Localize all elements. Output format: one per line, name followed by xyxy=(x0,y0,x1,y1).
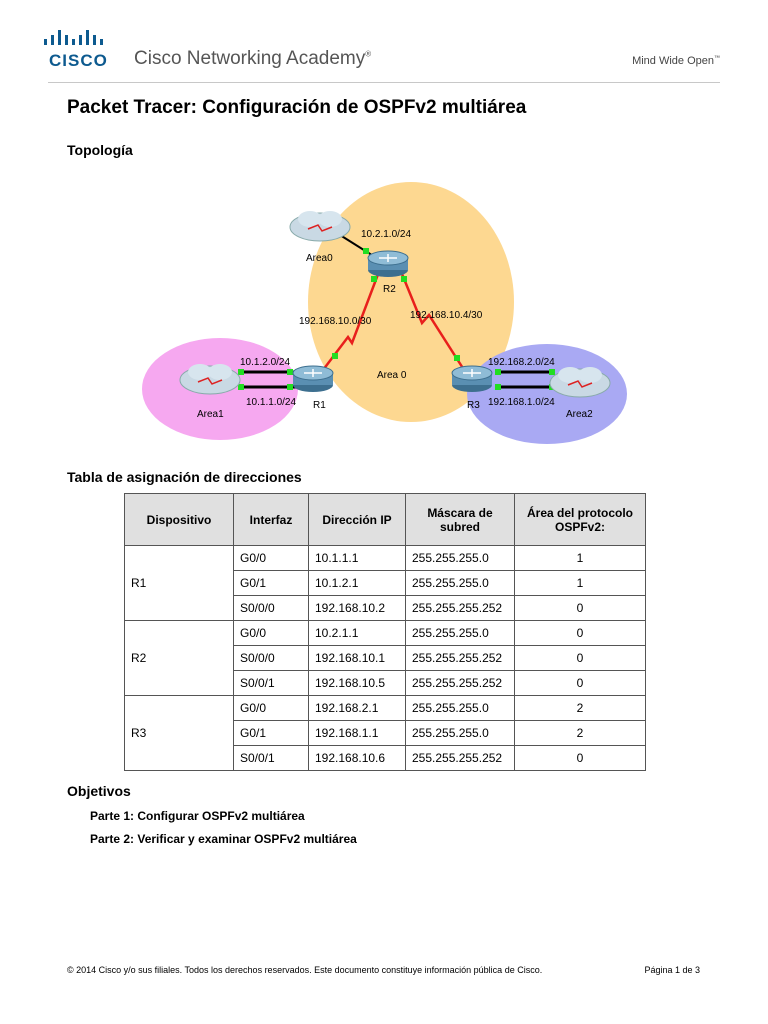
interface-cell: G0/1 xyxy=(233,570,309,596)
mask-cell: 255.255.255.252 xyxy=(405,745,515,771)
label-area2: Area2 xyxy=(566,409,593,420)
ip-cell: 192.168.10.1 xyxy=(308,645,406,671)
label-r2-r3: 192.168.10.4/30 xyxy=(410,310,483,321)
col-header: Máscara de subred xyxy=(405,493,515,546)
interface-cell: S0/0/1 xyxy=(233,670,309,696)
page-title: Packet Tracer: Configuración de OSPFv2 m… xyxy=(67,97,527,118)
label-r3-lan-bottom: 192.168.1.0/24 xyxy=(488,397,555,408)
col-header: Dirección IP xyxy=(308,493,406,546)
mask-cell: 255.255.255.252 xyxy=(405,670,515,696)
mask-cell: 255.255.255.0 xyxy=(405,720,515,746)
mask-cell: 255.255.255.252 xyxy=(405,645,515,671)
device-cell: R3 xyxy=(124,695,234,771)
label-r1-lan-bottom: 10.1.1.0/24 xyxy=(246,397,296,408)
addressing-table: Dispositivo Interfaz Dirección IP Máscar… xyxy=(124,493,646,771)
page-header: CISCO Cisco Networking Academy® Mind Wid… xyxy=(0,0,768,90)
area-cell: 2 xyxy=(514,720,646,746)
area-cell: 0 xyxy=(514,595,646,621)
device-cell: R2 xyxy=(124,620,234,696)
cloud-icon xyxy=(179,364,241,395)
table-header-row: Dispositivo Interfaz Dirección IP Máscar… xyxy=(124,493,646,546)
page-footer: © 2014 Cisco y/o sus filiales. Todos los… xyxy=(67,965,700,975)
addressing-heading: Tabla de asignación de direcciones xyxy=(67,469,302,485)
mask-cell: 255.255.255.0 xyxy=(405,570,515,596)
interface-cell: G0/0 xyxy=(233,545,309,571)
page-number: Página 1 de 3 xyxy=(644,965,700,975)
area-cell: 1 xyxy=(514,545,646,571)
area0-region xyxy=(308,182,514,422)
area-cell: 0 xyxy=(514,620,646,646)
topology-heading: Topología xyxy=(67,142,133,158)
area-cell: 0 xyxy=(514,745,646,771)
ip-cell: 192.168.10.5 xyxy=(308,670,406,696)
topology-diagram: Area0 R2 10.2.1.0/24 192.168.10.0/30 192… xyxy=(142,182,627,444)
ip-cell: 192.168.1.1 xyxy=(308,720,406,746)
interface-cell: S0/0/0 xyxy=(233,645,309,671)
objective-part-1: Parte 1: Configurar OSPFv2 multiárea xyxy=(90,809,305,823)
col-header: Área del protocolo OSPFv2: xyxy=(514,493,646,546)
area-cell: 0 xyxy=(514,670,646,696)
label-r1: R1 xyxy=(313,400,326,411)
label-area0-center: Area 0 xyxy=(377,370,407,381)
mask-cell: 255.255.255.0 xyxy=(405,545,515,571)
ip-cell: 192.168.10.2 xyxy=(308,595,406,621)
link-r2-lan xyxy=(339,234,376,258)
interface-cell: G0/1 xyxy=(233,720,309,746)
router-icon xyxy=(367,250,409,277)
label-area1: Area1 xyxy=(197,409,224,420)
tagline: Mind Wide Open™ xyxy=(632,55,720,67)
label-area0-cloud: Area0 xyxy=(306,253,333,264)
interface-cell: G0/0 xyxy=(233,695,309,721)
label-r2-lan: 10.2.1.0/24 xyxy=(361,229,411,240)
label-r2: R2 xyxy=(383,284,396,295)
router-icon xyxy=(292,365,334,392)
router-icon xyxy=(451,365,493,392)
cisco-logo-icon xyxy=(44,30,103,45)
mask-cell: 255.255.255.0 xyxy=(405,620,515,646)
copyright-text: © 2014 Cisco y/o sus filiales. Todos los… xyxy=(67,965,543,975)
label-r3: R3 xyxy=(467,400,480,411)
ip-cell: 192.168.10.6 xyxy=(308,745,406,771)
col-header: Dispositivo xyxy=(124,493,234,546)
academy-name: Cisco Networking Academy® xyxy=(134,48,372,69)
link-r2-r3 xyxy=(398,268,468,374)
interface-cell: S0/0/0 xyxy=(233,595,309,621)
mask-cell: 255.255.255.252 xyxy=(405,595,515,621)
header-divider xyxy=(48,82,720,83)
col-header: Interfaz xyxy=(233,493,309,546)
cisco-wordmark: CISCO xyxy=(49,51,108,70)
area-cell: 0 xyxy=(514,645,646,671)
interface-cell: S0/0/1 xyxy=(233,745,309,771)
label-r1-lan-top: 10.1.2.0/24 xyxy=(240,357,290,368)
ip-cell: 10.2.1.1 xyxy=(308,620,406,646)
device-cell: R1 xyxy=(124,545,234,621)
label-r1-r2: 192.168.10.0/30 xyxy=(299,316,372,327)
mask-cell: 255.255.255.0 xyxy=(405,695,515,721)
area-cell: 1 xyxy=(514,570,646,596)
objectives-heading: Objetivos xyxy=(67,783,131,799)
ip-cell: 10.1.1.1 xyxy=(308,545,406,571)
objective-part-2: Parte 2: Verificar y examinar OSPFv2 mul… xyxy=(90,832,357,846)
area-cell: 2 xyxy=(514,695,646,721)
ip-cell: 192.168.2.1 xyxy=(308,695,406,721)
interface-cell: G0/0 xyxy=(233,620,309,646)
ip-cell: 10.1.2.1 xyxy=(308,570,406,596)
cloud-icon xyxy=(549,367,611,398)
label-r3-lan-top: 192.168.2.0/24 xyxy=(488,357,555,368)
cloud-icon xyxy=(289,211,351,242)
